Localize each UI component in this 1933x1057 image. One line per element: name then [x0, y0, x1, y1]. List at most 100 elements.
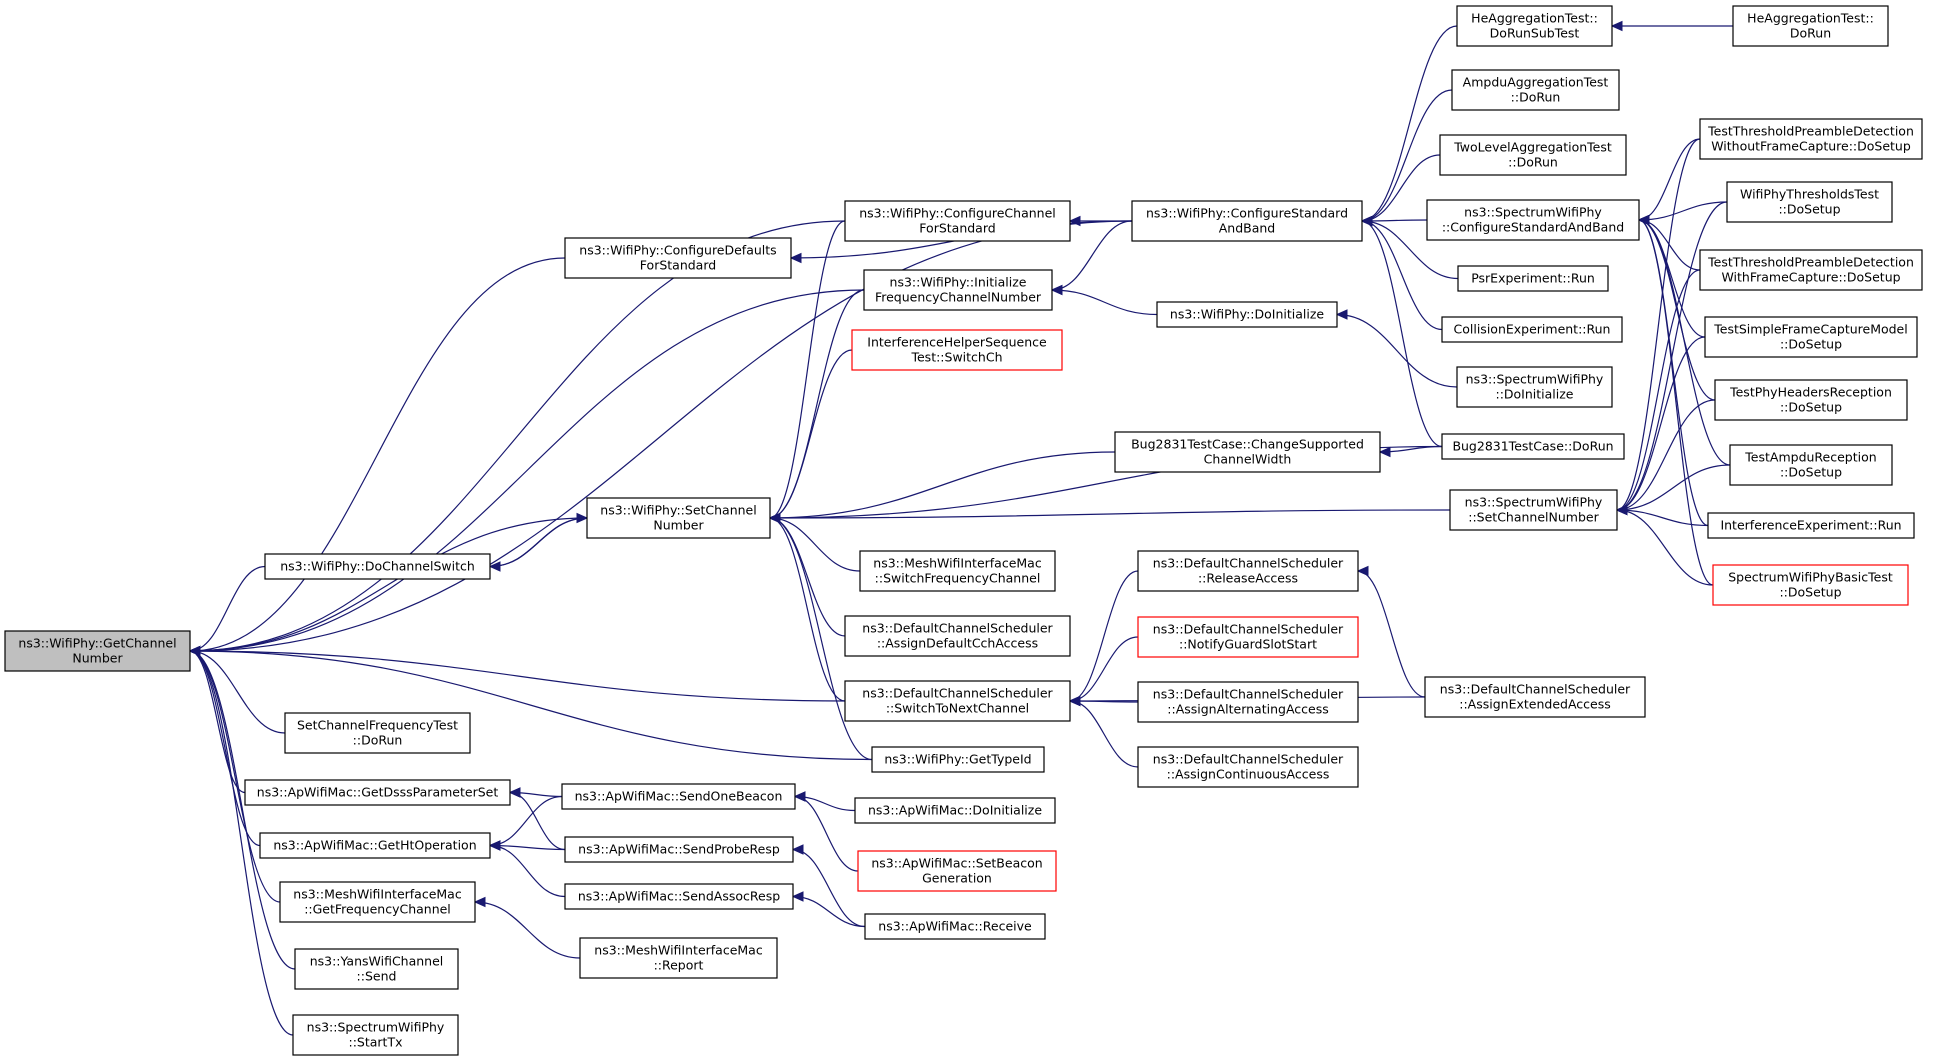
node-layer: ns3::WifiPhy::GetChannelNumberns3::WifiP… — [4, 5, 1923, 1056]
node-spectrumbasic[interactable]: SpectrumWifiPhyBasicTest::DoSetup — [1712, 564, 1909, 606]
node-label-line: WifiPhyThresholdsTest — [1740, 187, 1879, 202]
node-apreceive[interactable]: ns3::ApWifiMac::Receive — [864, 913, 1046, 940]
node-apdoinit[interactable]: ns3::ApWifiMac::DoInitialize — [854, 797, 1056, 824]
node-label-line: ForStandard — [640, 258, 716, 273]
node-configurechannel[interactable]: ns3::WifiPhy::ConfigureChannelForStandar… — [844, 200, 1071, 242]
node-label-line: TestAmpduReception — [1744, 450, 1876, 465]
node-interferencerun[interactable]: InterferenceExperiment::Run — [1707, 512, 1915, 539]
node-box — [1707, 512, 1915, 539]
node-sendassocresp[interactable]: ns3::ApWifiMac::SendAssocResp — [564, 883, 794, 910]
call-edge-setbeacongen-to-sendonebeacon — [793, 791, 859, 872]
node-box — [579, 937, 778, 979]
node-box — [1426, 199, 1640, 241]
node-collisionrun[interactable]: CollisionExperiment::Run — [1441, 316, 1623, 343]
node-label-line: ns3::WifiPhy::Initialize — [890, 275, 1027, 290]
node-dochannelswitch[interactable]: ns3::WifiPhy::DoChannelSwitch — [264, 553, 491, 580]
call-edge-heaggdorun-to-heaggsub — [1610, 20, 1733, 32]
node-configstdband[interactable]: ns3::WifiPhy::ConfigureStandardAndBand — [1131, 200, 1363, 242]
node-switchtonext[interactable]: ns3::DefaultChannelScheduler::SwitchToNe… — [844, 680, 1071, 722]
node-meshswitchfreq[interactable]: ns3::MeshWifiInterfaceMac::SwitchFrequen… — [859, 550, 1056, 592]
node-label-line: ns3::SpectrumWifiPhy — [1464, 205, 1602, 220]
node-thresholdwith[interactable]: TestThresholdPreambleDetectionWithFrameC… — [1699, 249, 1923, 291]
node-gethtop[interactable]: ns3::ApWifiMac::GetHtOperation — [259, 832, 491, 859]
node-heaggdorun[interactable]: HeAggregationTest::DoRun — [1732, 5, 1889, 47]
node-meshreport[interactable]: ns3::MeshWifiInterfaceMac::Report — [579, 937, 778, 979]
node-assigndefaultcch[interactable]: ns3::DefaultChannelScheduler::AssignDefa… — [844, 615, 1071, 657]
node-configuredefaults[interactable]: ns3::WifiPhy::ConfigureDefaultsForStanda… — [564, 237, 792, 279]
call-edge-setchannelnumber-to-dochannelswitch — [488, 517, 588, 572]
node-box — [284, 712, 471, 754]
edge-line — [794, 795, 859, 872]
node-assigncontinuous[interactable]: ns3::DefaultChannelScheduler::AssignCont… — [1137, 746, 1359, 788]
node-sendproberesp[interactable]: ns3::ApWifiMac::SendProbeResp — [564, 836, 794, 863]
node-label-line: SpectrumWifiPhyBasicTest — [1728, 570, 1893, 585]
node-ampduagg[interactable]: AmpduAggregationTest::DoRun — [1451, 69, 1620, 111]
edge-line — [1051, 289, 1158, 316]
node-getdsss[interactable]: ns3::ApWifiMac::GetDsssParameterSet — [244, 779, 511, 806]
arrowhead-icon — [1050, 284, 1063, 296]
node-heaggsub[interactable]: HeAggregationTest::DoRunSubTest — [1456, 5, 1613, 47]
edge-line — [189, 650, 286, 734]
call-edge-bugdorun-to-bugchangewidth — [1378, 445, 1443, 458]
node-setchannelnumber[interactable]: ns3::WifiPhy::SetChannelNumber — [586, 497, 771, 539]
node-box — [1726, 181, 1893, 223]
node-label-line: ::DoSetup — [1780, 465, 1842, 480]
node-yanssend[interactable]: ns3::YansWifiChannel::Send — [294, 948, 459, 990]
node-label-line: ns3::MeshWifiInterfaceMac — [293, 887, 462, 902]
node-box — [259, 832, 491, 859]
node-label-line: ::Report — [654, 958, 704, 973]
node-assignextended[interactable]: ns3::DefaultChannelScheduler::AssignExte… — [1424, 676, 1646, 718]
node-label-line: ns3::DefaultChannelScheduler — [1153, 622, 1344, 637]
node-label-line: ns3::WifiPhy::DoChannelSwitch — [280, 559, 475, 574]
node-simplecapture[interactable]: TestSimpleFrameCaptureModel::DoSetup — [1704, 316, 1918, 358]
node-releaseaccess[interactable]: ns3::DefaultChannelScheduler::ReleaseAcc… — [1137, 550, 1359, 592]
call-edge-assignextended-to-releaseaccess — [1356, 565, 1426, 698]
node-setchanfreqtest[interactable]: SetChannelFrequencyTest::DoRun — [284, 712, 471, 754]
node-thresholdwithout[interactable]: TestThresholdPreambleDetectionWithoutFra… — [1699, 118, 1923, 160]
node-meshgetfreq[interactable]: ns3::MeshWifiInterfaceMac::GetFrequencyC… — [279, 881, 476, 923]
node-twolevel[interactable]: TwoLevelAggregationTest::DoRun — [1439, 134, 1627, 176]
node-box — [294, 948, 459, 990]
node-spectrumstarttx[interactable]: ns3::SpectrumWifiPhy::StartTx — [292, 1014, 459, 1056]
node-box — [564, 237, 792, 279]
arrowhead-icon — [488, 840, 501, 851]
node-label-line: ::AssignDefaultCchAccess — [877, 636, 1038, 651]
edge-line — [1638, 219, 1709, 527]
edge-line — [1638, 201, 1728, 221]
node-sendonebeacon[interactable]: ns3::ApWifiMac::SendOneBeacon — [561, 783, 796, 810]
node-phyheaders[interactable]: TestPhyHeadersReception::DoSetup — [1714, 379, 1908, 421]
call-edge-gethtop-to-getchannelnumber — [188, 645, 261, 847]
node-spectrumsetchan[interactable]: ns3::SpectrumWifiPhy::SetChannelNumber — [1449, 489, 1618, 531]
node-label-line: ::SwitchToNextChannel — [886, 701, 1029, 716]
node-bugchangewidth[interactable]: Bug2831TestCase::ChangeSupportedChannelW… — [1114, 431, 1381, 473]
node-spectrumconfstd[interactable]: ns3::SpectrumWifiPhy::ConfigureStandardA… — [1426, 199, 1640, 241]
edge-line — [489, 844, 566, 898]
node-label-line: ::Send — [357, 969, 397, 984]
node-label-line: ns3::WifiPhy::DoInitialize — [1170, 307, 1325, 322]
node-ampdureception[interactable]: TestAmpduReception::DoSetup — [1729, 444, 1893, 486]
node-bugdorun[interactable]: Bug2831TestCase::DoRun — [1441, 433, 1625, 460]
arrowhead-icon — [1378, 446, 1391, 458]
node-label-line: ns3::YansWifiChannel — [310, 954, 444, 969]
node-box — [1424, 676, 1646, 718]
node-wifidoinit[interactable]: ns3::WifiPhy::DoInitialize — [1156, 301, 1338, 328]
node-thresholdstest[interactable]: WifiPhyThresholdsTest::DoSetup — [1726, 181, 1893, 223]
edge-line — [769, 220, 846, 519]
node-assignalternating[interactable]: ns3::DefaultChannelScheduler::AssignAlte… — [1137, 681, 1359, 723]
node-spectrumdoinit[interactable]: ns3::SpectrumWifiPhy::DoInitialize — [1456, 366, 1613, 408]
node-initfreq[interactable]: ns3::WifiPhy::InitializeFrequencyChannel… — [863, 269, 1053, 311]
node-notifyguard[interactable]: ns3::DefaultChannelScheduler::NotifyGuar… — [1137, 616, 1359, 658]
call-edge-releaseaccess-to-switchtonext — [1068, 570, 1139, 707]
node-box — [859, 550, 1056, 592]
node-box — [1156, 301, 1338, 328]
edge-line — [769, 349, 853, 519]
node-gettypeid[interactable]: ns3::WifiPhy::GetTypeId — [871, 746, 1045, 773]
call-edge-yanssend-to-getchannelnumber — [188, 645, 296, 970]
node-psrrun[interactable]: PsrExperiment::Run — [1457, 265, 1609, 292]
call-edge-gettypeid-to-getchannelnumber — [188, 645, 873, 761]
node-label-line: ::GetFrequencyChannel — [304, 902, 451, 917]
call-edge-configstdband-to-configurechannel — [1068, 215, 1132, 227]
